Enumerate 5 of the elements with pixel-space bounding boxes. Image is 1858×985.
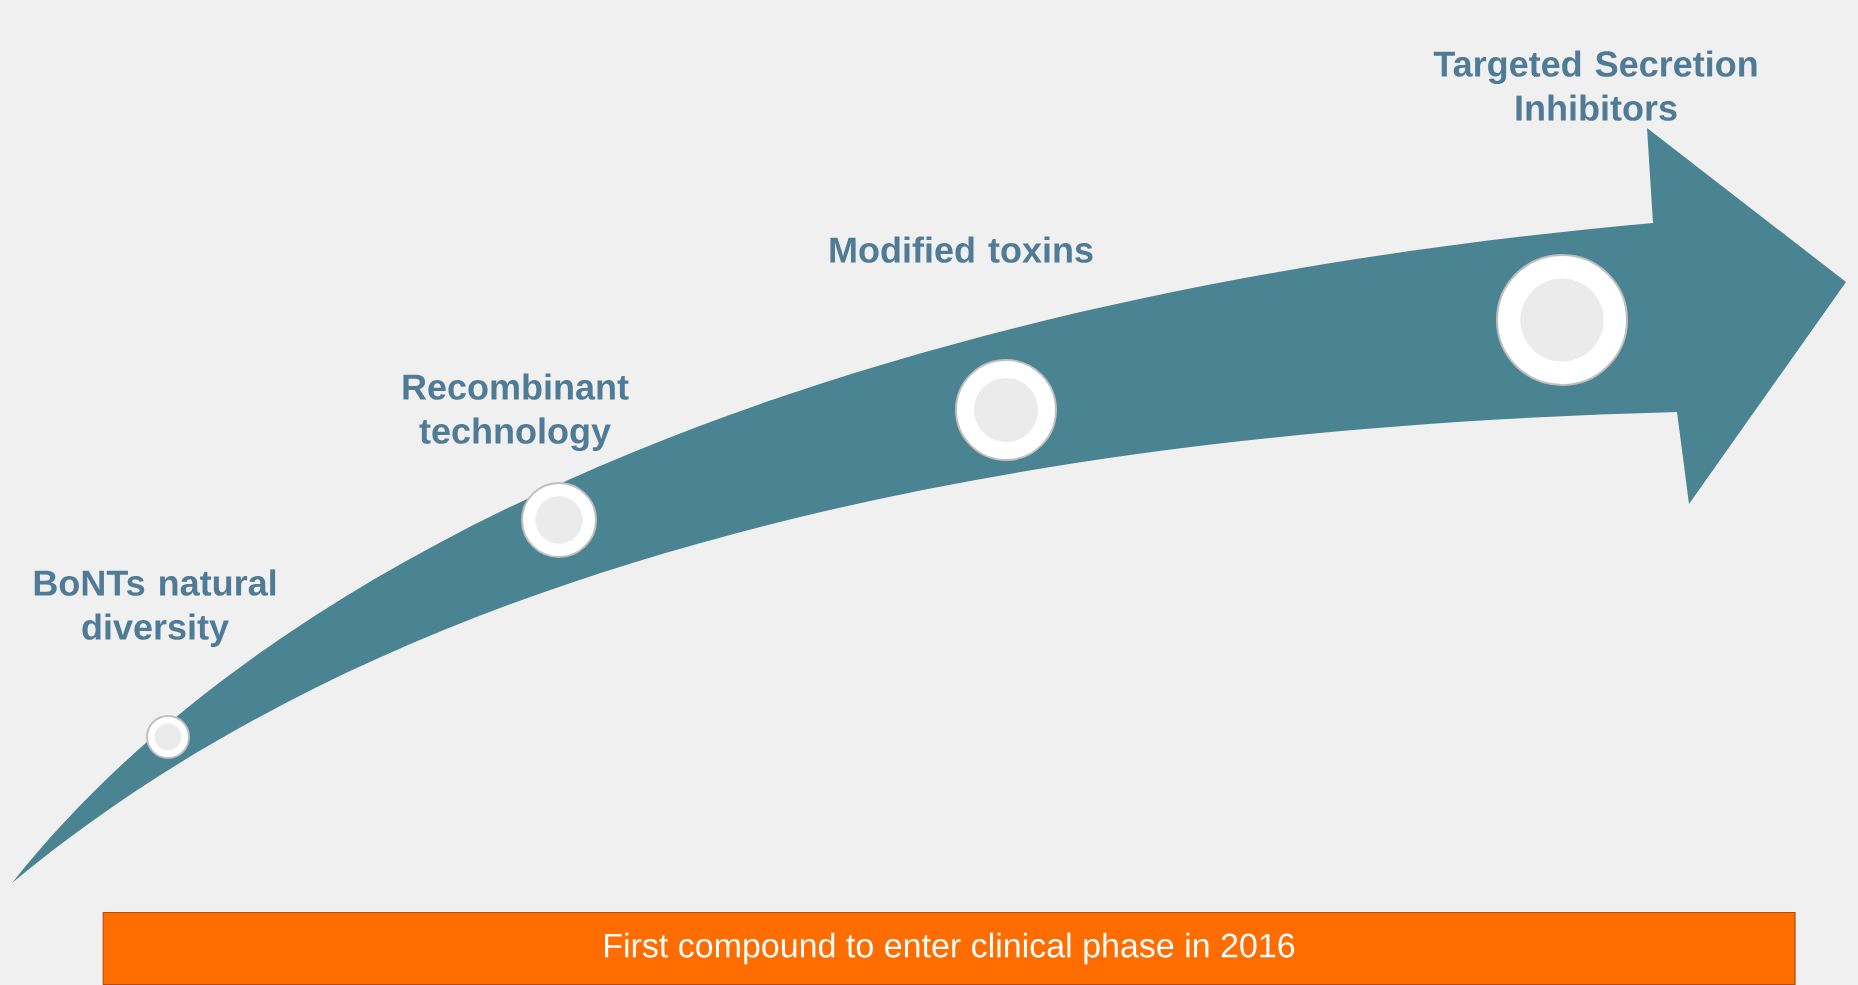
banner-bar: First compound to enter clinical phase in 2016 [102,911,1796,985]
stage-label: Recombinant technology [403,373,629,452]
stage-label: Modified toxins [830,236,1093,263]
stage-label: Targeted Secretion Inhibitors [1433,50,1757,121]
stage-label: BoNTs natural diversity [34,569,276,647]
